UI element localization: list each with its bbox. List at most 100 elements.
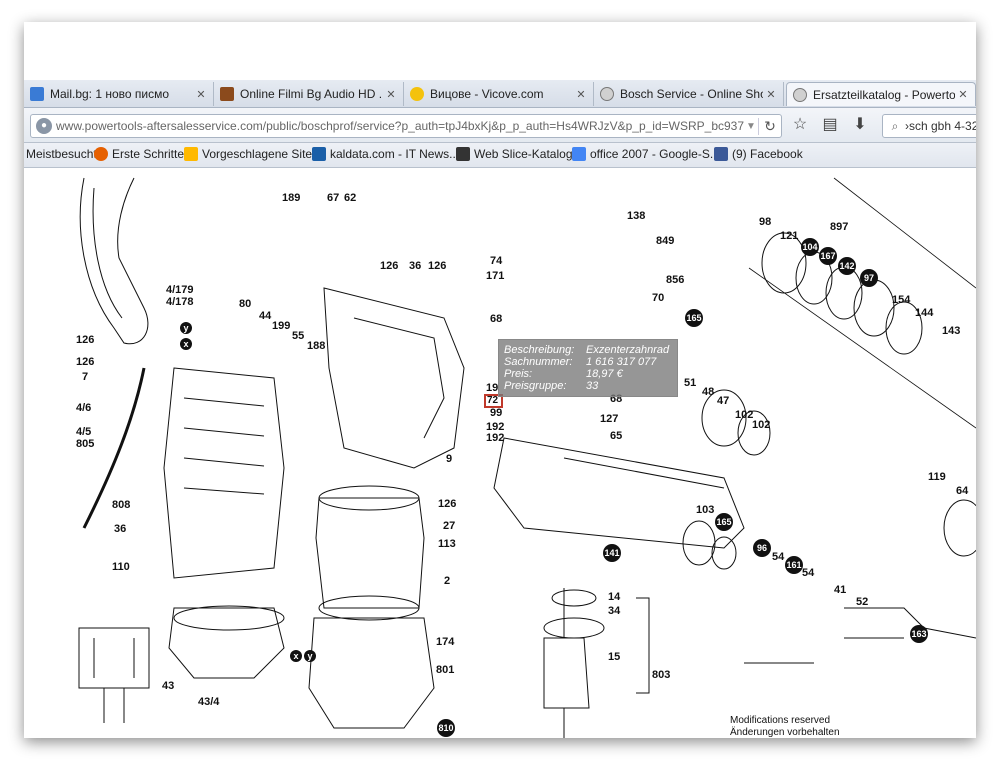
part-label[interactable]: 43 — [162, 680, 174, 692]
part-label[interactable]: 143 — [942, 325, 960, 337]
download-icon[interactable]: ⬇ — [853, 116, 867, 133]
tab-filmi[interactable]: Online Filmi Bg Audio HD ... ✕ — [214, 82, 404, 106]
bookmark-office-2007[interactable]: office 2007 - Google-S... — [572, 147, 720, 161]
part-badge[interactable]: 165 — [685, 309, 703, 327]
bookmark-meistbesucht[interactable]: Meistbesucht — [26, 147, 97, 161]
part-label[interactable]: 801 — [436, 664, 454, 676]
part-label[interactable]: 14 — [608, 591, 621, 603]
part-badge[interactable]: 142 — [838, 257, 856, 275]
part-label[interactable]: 19 — [486, 382, 498, 394]
part-label[interactable]: 64 — [956, 485, 969, 497]
part-label[interactable]: 154 — [892, 294, 911, 306]
part-label[interactable]: 127 — [600, 413, 618, 425]
part-label[interactable]: 15 — [608, 651, 620, 663]
selected-part-marker[interactable]: 72 — [484, 394, 503, 408]
bookmark-erste-schritte[interactable]: Erste Schritte — [94, 147, 184, 161]
part-label[interactable]: 102 — [752, 419, 770, 431]
part-label[interactable]: 47 — [717, 395, 729, 407]
part-label[interactable]: 174 — [436, 636, 455, 648]
part-label[interactable]: 171 — [486, 270, 504, 282]
site-identity-icon[interactable]: ● — [36, 118, 52, 134]
part-label[interactable]: 110 — [112, 561, 130, 573]
part-label[interactable]: 36 — [409, 260, 421, 272]
bookmark-kaldata[interactable]: kaldata.com - IT News... — [312, 147, 459, 161]
part-label[interactable]: 68 — [490, 313, 502, 325]
part-label[interactable]: 119 — [928, 471, 946, 483]
part-label[interactable]: 138 — [627, 210, 645, 222]
part-label[interactable]: 7 — [82, 371, 88, 383]
reload-icon[interactable]: ↻ — [758, 117, 781, 135]
part-label[interactable]: 113 — [438, 538, 456, 550]
part-label[interactable]: 27 — [443, 520, 455, 532]
part-label[interactable]: 103 — [696, 504, 714, 516]
part-badge[interactable]: 810 — [437, 719, 455, 737]
part-label[interactable]: 98 — [759, 216, 771, 228]
part-label[interactable]: 74 — [490, 255, 503, 267]
part-label[interactable]: 36 — [114, 523, 126, 535]
tab-ersatzteilkatalog[interactable]: Ersatzteilkatalog - Powerto... ✕ — [786, 82, 976, 106]
close-icon[interactable]: ✕ — [766, 88, 776, 101]
part-label[interactable]: 808 — [112, 499, 130, 511]
part-label[interactable]: 62 — [344, 192, 356, 204]
part-badge[interactable]: 161 — [785, 556, 803, 574]
part-label[interactable]: 4/179 — [166, 284, 194, 296]
part-label[interactable]: 54 — [802, 567, 815, 579]
part-label[interactable]: 102 — [735, 409, 753, 421]
chevron-down-icon[interactable]: ▼ — [746, 120, 756, 132]
part-label[interactable]: 54 — [772, 551, 785, 563]
tab-bosch-service[interactable]: Bosch Service - Online Sho... ✕ — [594, 82, 784, 106]
search-value[interactable]: ›sch gbh 4-32 — [905, 119, 976, 133]
part-badge[interactable]: 167 — [819, 247, 837, 265]
part-label[interactable]: 126 — [428, 260, 446, 272]
part-badge[interactable]: 141 — [603, 544, 621, 562]
part-label[interactable]: 99 — [490, 407, 502, 419]
part-badge[interactable]: 97 — [860, 269, 878, 287]
url-bar[interactable]: ● www.powertools-aftersalesservice.com/p… — [30, 114, 782, 138]
close-icon[interactable]: ✕ — [196, 88, 206, 101]
bookmark-web-slice-katalog[interactable]: Web Slice-Katalog — [456, 147, 573, 161]
part-label[interactable]: 849 — [656, 235, 674, 247]
part-label[interactable]: 897 — [830, 221, 848, 233]
part-label[interactable]: 65 — [610, 430, 622, 442]
part-label[interactable]: 80 — [239, 298, 251, 310]
part-label[interactable]: 805 — [76, 438, 94, 450]
part-label[interactable]: 126 — [76, 334, 94, 346]
close-icon[interactable]: ✕ — [386, 88, 396, 101]
part-label[interactable]: 43/4 — [198, 696, 220, 708]
part-label[interactable]: 199 — [272, 320, 290, 332]
bookmarks-list-icon[interactable]: ▤ — [822, 116, 838, 133]
part-label[interactable]: 55 — [292, 330, 304, 342]
part-label[interactable]: 44 — [259, 310, 272, 322]
part-label[interactable]: 121 — [780, 230, 798, 242]
part-label[interactable]: 803 — [652, 669, 670, 681]
part-label[interactable]: 9 — [446, 453, 452, 465]
part-label[interactable]: 4/6 — [76, 402, 91, 414]
part-label[interactable]: 192 — [486, 432, 504, 444]
url-text[interactable]: www.powertools-aftersalesservice.com/pub… — [56, 119, 744, 133]
bookmark-vorgeschlagene-sites[interactable]: Vorgeschlagene Sites — [184, 147, 318, 161]
part-label[interactable]: 188 — [307, 340, 325, 352]
part-label[interactable]: 4/5 — [76, 426, 91, 438]
part-label[interactable]: 48 — [702, 386, 714, 398]
part-label[interactable]: 34 — [608, 605, 621, 617]
part-label[interactable]: 856 — [666, 274, 684, 286]
part-label[interactable]: 51 — [684, 377, 696, 389]
tab-mail[interactable]: Mail.bg: 1 ново писмо ✕ — [24, 82, 214, 106]
part-label[interactable]: 144 — [915, 307, 934, 319]
close-icon[interactable]: ✕ — [958, 89, 968, 101]
tab-vicove[interactable]: Вицове - Vicove.com ✕ — [404, 82, 594, 106]
part-label[interactable]: 189 — [282, 192, 300, 204]
part-badge[interactable]: 104 — [801, 238, 819, 256]
part-label[interactable]: 52 — [856, 596, 868, 608]
part-badge[interactable]: 165 — [715, 513, 733, 531]
part-label[interactable]: 126 — [380, 260, 398, 272]
part-label[interactable]: 126 — [438, 498, 456, 510]
part-badge[interactable]: 96 — [753, 539, 771, 557]
bookmark-facebook[interactable]: (9) Facebook — [714, 147, 803, 161]
part-label[interactable]: 41 — [834, 584, 846, 596]
bookmark-star-icon[interactable]: ☆ — [792, 116, 808, 133]
part-label[interactable]: 67 — [327, 192, 339, 204]
close-icon[interactable]: ✕ — [576, 88, 586, 101]
part-badge[interactable]: 163 — [910, 625, 928, 643]
search-input[interactable]: ⌕ ›sch gbh 4-32 — [882, 114, 976, 138]
